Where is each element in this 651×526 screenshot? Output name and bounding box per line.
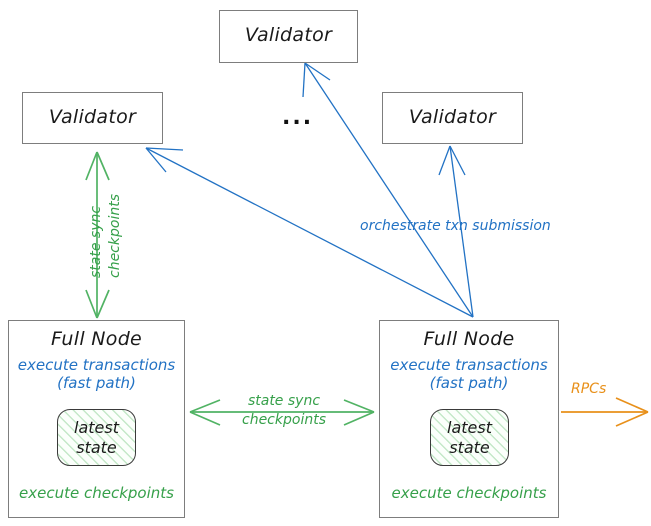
edge-orchestrate-to-validator-top xyxy=(302,62,474,318)
validator-left-label: Validator xyxy=(48,106,137,128)
validator-right-label: Validator xyxy=(408,106,497,128)
full-node-left-box[interactable]: Full Node execute transactions (fast pat… xyxy=(8,320,185,518)
orchestrate-label: orchestrate txn submission xyxy=(360,218,551,234)
validator-right-box[interactable]: Validator xyxy=(382,92,523,144)
state-sync-horizontal-label-line2: checkpoints xyxy=(242,412,326,428)
edge-orchestrate-to-validator-left xyxy=(145,147,474,318)
full-node-left-fast-path: (fast path) xyxy=(57,374,136,392)
full-node-right-latest-state-line1: latest xyxy=(447,417,492,437)
full-node-left-title: Full Node xyxy=(50,328,143,350)
ellipsis-label: ... xyxy=(282,105,314,130)
edge-state-sync-vertical xyxy=(85,151,110,319)
full-node-left-latest-state-box: latest state xyxy=(57,409,136,466)
full-node-left-latest-state-line2: state xyxy=(76,437,117,457)
full-node-left-execute-checkpoints: execute checkpoints xyxy=(19,484,174,502)
full-node-right-box[interactable]: Full Node execute transactions (fast pat… xyxy=(379,320,559,518)
full-node-right-execute-checkpoints: execute checkpoints xyxy=(391,484,547,502)
edge-rpcs xyxy=(561,397,649,427)
edge-state-sync-horizontal xyxy=(189,399,375,426)
validator-top-label: Validator xyxy=(244,24,333,46)
validator-left-box[interactable]: Validator xyxy=(22,92,163,144)
full-node-right-title: Full Node xyxy=(423,328,515,350)
edge-orchestrate-to-validator-right xyxy=(438,145,474,318)
full-node-right-execute-transactions: execute transactions xyxy=(390,356,548,374)
state-sync-vertical-label-line2: checkpoints xyxy=(107,194,123,278)
state-sync-vertical-label-line1: state sync xyxy=(88,205,104,278)
full-node-left-latest-state-line1: latest xyxy=(74,417,119,437)
full-node-right-latest-state-line2: state xyxy=(449,437,490,457)
full-node-right-latest-state-box: latest state xyxy=(430,409,509,466)
full-node-right-fast-path: (fast path) xyxy=(429,374,509,392)
state-sync-horizontal-label-line1: state sync xyxy=(247,393,321,409)
rpcs-label: RPCs xyxy=(571,381,607,397)
full-node-left-execute-transactions: execute transactions xyxy=(17,356,176,374)
validator-top-box[interactable]: Validator xyxy=(219,10,358,63)
